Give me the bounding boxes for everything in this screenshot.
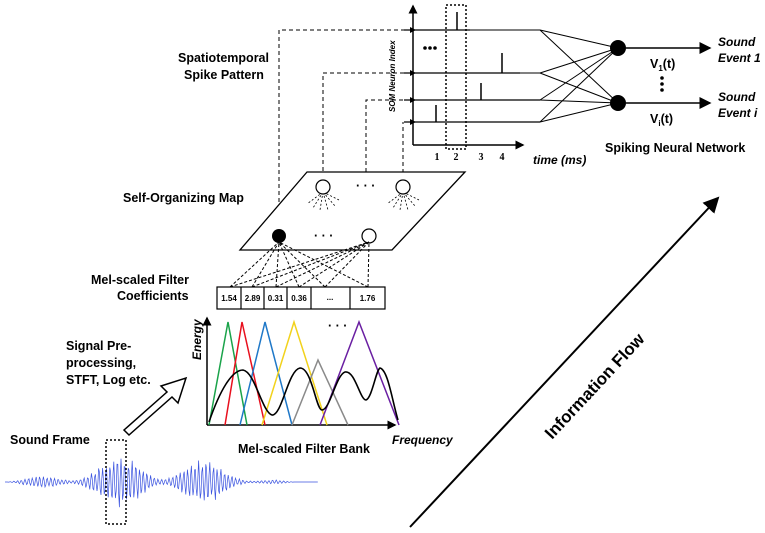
coefficient-cell: 1.54	[221, 294, 237, 303]
som-ellipsis-bottom: · · ·	[314, 229, 333, 243]
coefficient-to-som-links	[229, 241, 370, 288]
filter-triangle	[261, 319, 328, 426]
spectrum-curve	[208, 367, 399, 423]
preprocessing-arrow	[122, 376, 188, 437]
preprocessing-label-2: processing,	[66, 356, 136, 370]
sound-event-i-label-2: Event i	[718, 106, 758, 120]
spatiotemporal-label-1: Spatiotemporal	[178, 51, 269, 65]
sound-event-1-label: Sound	[718, 35, 756, 49]
sound-event-1-label-2: Event 1	[718, 51, 761, 65]
spatiotemporal-label-2: Spike Pattern	[184, 68, 264, 82]
coefficient-cell: ...	[327, 293, 334, 302]
output-neuron-1	[610, 40, 626, 56]
coefficient-vector: 1.54 2.89 0.31 0.36 ... 1.76	[216, 286, 386, 310]
time-tick-3: 3	[479, 152, 484, 163]
mel-coefficients-label-1: Mel-scaled Filter	[91, 273, 189, 287]
filter-triangle	[208, 321, 248, 426]
output-neuron-i	[610, 95, 626, 111]
coefficient-cell: 1.76	[360, 294, 376, 303]
som-neuron-top-left	[306, 179, 340, 211]
preprocessing-label-1: Signal Pre-	[66, 339, 131, 353]
som-neuron-index-label: SOM Neuron Index	[388, 40, 397, 112]
filter-triangle	[319, 319, 400, 426]
filter-bank-ellipsis: · · ·	[328, 319, 347, 333]
time-window-box	[445, 4, 467, 150]
coefficient-cell: 2.89	[245, 294, 261, 303]
preprocessing-label-3: STFT, Log etc.	[66, 373, 151, 387]
sound-waveform	[5, 458, 318, 508]
information-flow-label: Information Flow	[541, 329, 649, 443]
v1-label: V1(t)	[650, 57, 675, 73]
som-ellipsis-top: · · ·	[356, 179, 375, 193]
train-arrowhead	[410, 70, 416, 76]
som-neuron-winner	[272, 229, 286, 243]
coefficient-cell: 0.36	[291, 294, 307, 303]
mel-coefficients-label-2: Coefficients	[117, 289, 189, 303]
information-flow-arrow	[409, 196, 720, 528]
vi-label: Vi(t)	[650, 112, 673, 128]
time-tick-4: 4	[500, 152, 505, 163]
filter-triangle	[291, 358, 349, 426]
spiking-neural-network-label: Spiking Neural Network	[605, 141, 745, 155]
train-arrowhead	[410, 97, 416, 103]
time-tick-2: 2	[454, 152, 459, 163]
frequency-label: Frequency	[392, 433, 454, 447]
ellipsis-dots	[423, 46, 437, 50]
sound-frame-box	[105, 439, 127, 525]
train-arrowhead	[410, 27, 416, 33]
spike-raster: SOM Neuron Index 1 2 3 4 time (ms)	[388, 4, 586, 167]
self-organizing-map-label: Self-Organizing Map	[123, 191, 244, 205]
snn-connections	[470, 29, 619, 123]
train-arrowhead	[410, 119, 416, 125]
som-neuron-top-right	[386, 179, 420, 211]
time-tick-1: 1	[435, 152, 440, 163]
filter-bank-plot: Energy Frequency · · ·	[190, 316, 454, 447]
coefficient-cell: 0.31	[268, 294, 284, 303]
mel-filter-bank-label: Mel-scaled Filter Bank	[238, 442, 370, 456]
som-neuron-bottom-right	[361, 228, 377, 244]
energy-label: Energy	[190, 318, 204, 360]
sound-event-i-label: Sound	[718, 90, 756, 104]
time-ms-label: time (ms)	[533, 153, 586, 167]
filter-triangle	[239, 321, 293, 426]
sound-frame-label: Sound Frame	[10, 433, 90, 447]
output-ellipsis	[660, 76, 664, 92]
